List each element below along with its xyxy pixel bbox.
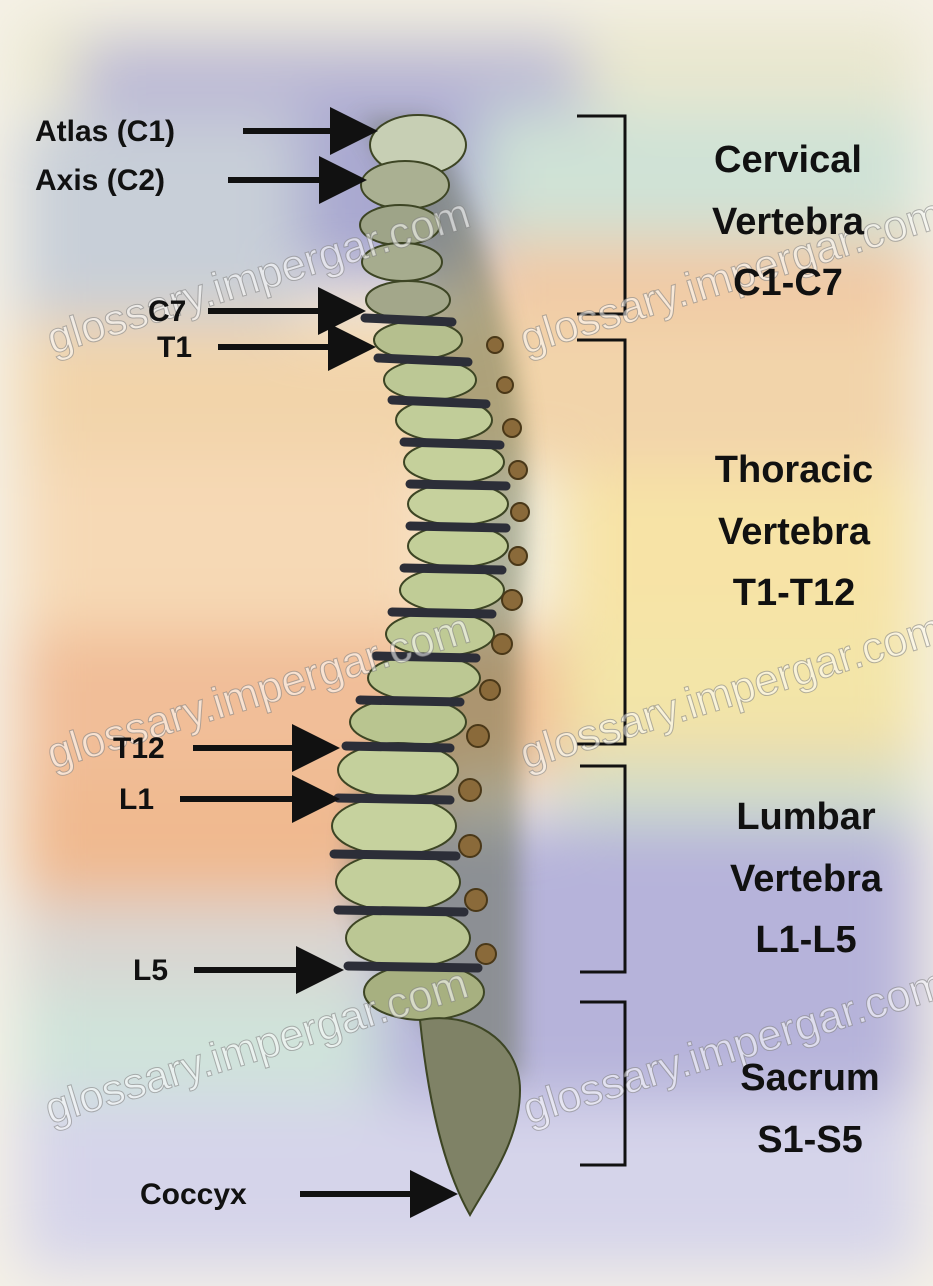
region-thoracic-name: Thoracic (664, 440, 924, 502)
region-cervical-type: Vertebra (658, 192, 918, 254)
region-cervical-range: C1-C7 (658, 253, 918, 315)
region-thoracic: Thoracic Vertebra T1-T12 (664, 440, 924, 625)
region-cervical: Cervical Vertebra C1-C7 (658, 130, 918, 315)
label-coccyx: Coccyx (140, 1180, 247, 1210)
region-cervical-name: Cervical (658, 130, 918, 192)
label-c7: C7 (148, 297, 186, 327)
label-l1: L1 (119, 785, 154, 815)
label-l5: L5 (133, 956, 168, 986)
region-sacrum-name: Sacrum (680, 1048, 933, 1110)
region-lumbar-type: Vertebra (676, 849, 933, 911)
region-sacrum-range: S1-S5 (680, 1110, 933, 1172)
region-sacrum: Sacrum S1-S5 (680, 1048, 933, 1171)
region-lumbar: Lumbar Vertebra L1-L5 (676, 787, 933, 972)
label-axis-c2: Axis (C2) (35, 166, 165, 196)
label-atlas-c1: Atlas (C1) (35, 117, 175, 147)
region-lumbar-name: Lumbar (676, 787, 933, 849)
label-t12: T12 (113, 734, 165, 764)
region-lumbar-range: L1-L5 (676, 910, 933, 972)
region-thoracic-range: T1-T12 (664, 563, 924, 625)
label-t1: T1 (157, 333, 192, 363)
region-thoracic-type: Vertebra (664, 502, 924, 564)
